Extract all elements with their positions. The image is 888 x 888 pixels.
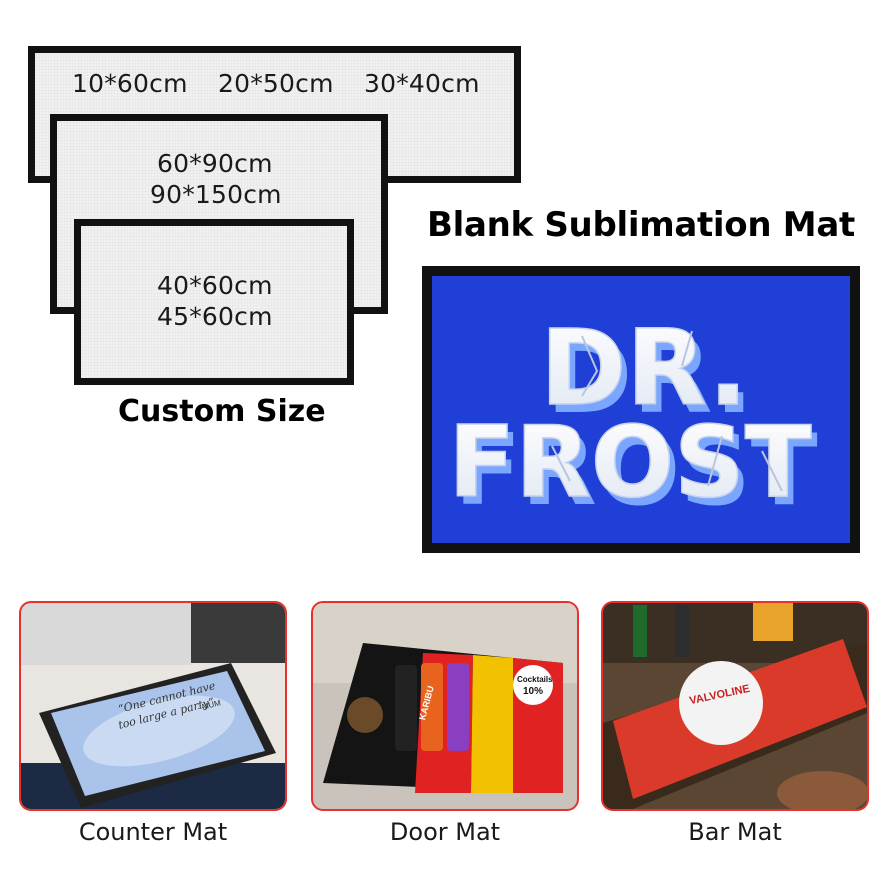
svg-text:FROST: FROST xyxy=(454,414,817,528)
size-label-5: 90*150cm xyxy=(150,180,282,209)
sublimation-title: Blank Sublimation Mat xyxy=(427,205,855,245)
counter-mat-caption: Counter Mat xyxy=(78,818,228,846)
door-mat-card: Cocktails 10% KARIBU xyxy=(311,601,579,811)
mat-print: DR. DR. FROST FROST xyxy=(432,276,850,543)
size-label-3: 30*40cm xyxy=(364,69,480,98)
svg-text:DR.: DR. xyxy=(546,315,754,437)
dr-text: DR. xyxy=(540,307,748,429)
bar-mat-card: VALVOLINE xyxy=(601,601,869,811)
frost-text: FROST xyxy=(448,406,811,520)
size-label-1: 10*60cm xyxy=(72,69,188,98)
counter-mat-card: “One cannot have too large a party” - MU… xyxy=(19,601,287,811)
sublimation-mat: DR. DR. FROST FROST xyxy=(422,266,860,553)
dr-frost-logo: DR. DR. FROST FROST xyxy=(448,306,818,528)
custom-size-label: Custom Size xyxy=(118,394,326,429)
mat-small xyxy=(74,219,354,385)
door-mat-caption: Door Mat xyxy=(389,818,501,846)
door-badge-2: 10% xyxy=(523,686,544,697)
size-label-4: 60*90cm xyxy=(157,149,273,178)
door-badge-1: Cocktails xyxy=(517,675,553,684)
size-label-6: 40*60cm xyxy=(157,271,273,300)
size-label-7: 45*60cm xyxy=(157,302,273,331)
bar-mat-caption: Bar Mat xyxy=(688,818,782,846)
size-label-2: 20*50cm xyxy=(218,69,334,98)
